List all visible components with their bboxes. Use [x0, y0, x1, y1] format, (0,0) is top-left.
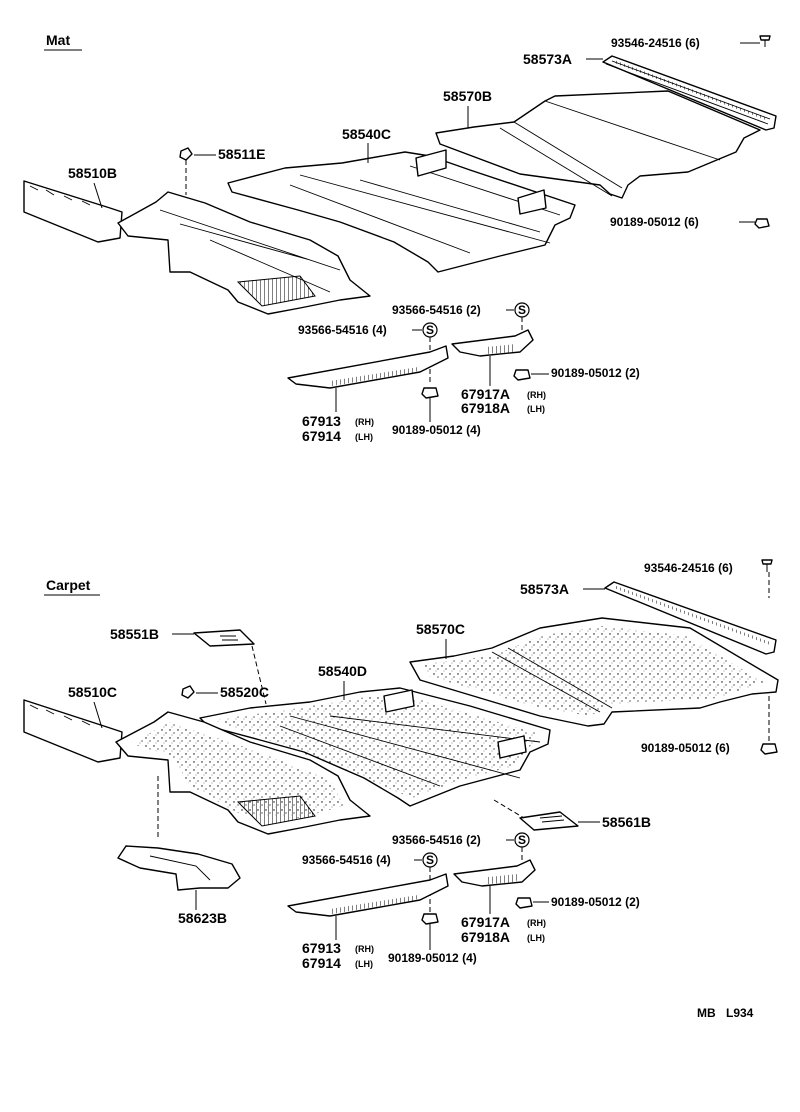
carpet-part-58623B-drawing — [117, 845, 241, 891]
mat-part-front-mat-drawing — [117, 191, 371, 315]
carpet-screw-icon — [761, 559, 773, 572]
carpet-label-67918A-side: (LH) — [527, 933, 545, 943]
mat-label-58540C: 58540C — [342, 126, 391, 142]
carpet-dash-58561B — [493, 799, 525, 819]
carpet-label-58573A: 58573A — [520, 581, 569, 597]
carpet-label-67918A: 67918A — [461, 929, 510, 945]
mat-label-67917A-side: (RH) — [527, 390, 546, 400]
mat-label-67917A: 67917A — [461, 386, 510, 402]
carpet-label-67917A-side: (RH) — [527, 918, 546, 928]
mat-s-symbol-2-text: S — [426, 323, 434, 337]
carpet-label-67913: 67913 — [302, 940, 341, 956]
mat-part-58540C-drawing — [227, 149, 576, 273]
carpet-label-90189-2: 90189-05012 (2) — [551, 895, 640, 909]
carpet-label-90189-6: 90189-05012 (6) — [641, 741, 730, 755]
carpet-label-93566-2: 93566-54516 (2) — [392, 833, 481, 847]
mat-label-67913-side: (RH) — [355, 417, 374, 427]
mat-label-58511E: 58511E — [218, 146, 266, 162]
mat-clip-90189-2-icon — [513, 369, 531, 381]
carpet-label-67914: 67914 — [302, 955, 341, 971]
carpet-section: Carpet 93546-24516 (6) 58573A 58551B — [23, 559, 779, 971]
mat-section-title: Mat — [46, 32, 70, 48]
carpet-part-67917A-drawing — [453, 859, 536, 887]
mat-section: Mat 58573A 93546-24516 (6) 58570B — [23, 32, 777, 444]
carpet-section-title: Carpet — [46, 577, 91, 593]
carpet-s-symbol-1-text: S — [518, 833, 526, 847]
mat-label-93566-2: 93566-54516 (2) — [392, 303, 481, 317]
mat-label-67914: 67914 — [302, 428, 341, 444]
mat-label-90189-6: 90189-05012 (6) — [610, 215, 699, 229]
carpet-dash-58551B — [251, 645, 267, 705]
mat-part-67913-drawing — [287, 345, 449, 389]
mat-label-58510B: 58510B — [68, 165, 117, 181]
carpet-label-67914-side: (LH) — [355, 959, 373, 969]
mat-label-90189-2: 90189-05012 (2) — [551, 366, 640, 380]
carpet-label-90189-4: 90189-05012 (4) — [388, 951, 477, 965]
mat-clip-90189-4-icon — [421, 387, 439, 399]
mat-label-93566-4: 93566-54516 (4) — [298, 323, 387, 337]
mat-label-58570B: 58570B — [443, 88, 492, 104]
mat-clip-icon — [179, 147, 193, 161]
mat-part-58573A-drawing — [602, 55, 777, 131]
carpet-label-58623B: 58623B — [178, 910, 227, 926]
carpet-part-front-carpet-drawing — [115, 711, 371, 835]
footer-ref: L934 — [726, 1006, 754, 1020]
mat-part-67917A-drawing — [451, 329, 534, 357]
carpet-label-58540D: 58540D — [318, 663, 367, 679]
mat-clip-90189-6-icon — [754, 218, 770, 229]
carpet-label-58520C: 58520C — [220, 684, 269, 700]
mat-label-58573A: 58573A — [523, 51, 572, 67]
carpet-label-67913-side: (RH) — [355, 944, 374, 954]
footer-code: MB — [697, 1006, 716, 1020]
carpet-clip-90189-4-icon — [421, 913, 439, 925]
mat-screw-icon — [759, 35, 771, 47]
carpet-label-58551B: 58551B — [110, 626, 159, 642]
carpet-label-67917A: 67917A — [461, 914, 510, 930]
carpet-part-58570C-drawing — [409, 617, 779, 727]
carpet-s-symbol-2-text: S — [426, 853, 434, 867]
mat-part-58570B-drawing — [435, 90, 761, 199]
carpet-leader-58510C — [93, 701, 103, 729]
mat-label-67918A-side: (LH) — [527, 404, 545, 414]
carpet-label-58570C: 58570C — [416, 621, 465, 637]
carpet-label-58561B: 58561B — [602, 814, 651, 830]
carpet-part-58551B-drawing — [193, 629, 255, 647]
mat-label-93546: 93546-24516 (6) — [611, 36, 700, 50]
mat-label-90189-4: 90189-05012 (4) — [392, 423, 481, 437]
mat-label-67918A: 67918A — [461, 400, 510, 416]
mat-s-symbol-1-text: S — [518, 303, 526, 317]
mat-leader-58510B — [93, 182, 103, 209]
carpet-label-93566-4: 93566-54516 (4) — [302, 853, 391, 867]
carpet-clip-90189-2-icon — [515, 897, 533, 909]
carpet-part-58573A-drawing — [604, 581, 777, 655]
carpet-part-58510C-drawing — [23, 699, 123, 763]
mat-label-67913: 67913 — [302, 413, 341, 429]
carpet-part-58540D-drawing — [199, 687, 551, 807]
mat-label-67914-side: (LH) — [355, 432, 373, 442]
carpet-part-67913-drawing — [287, 873, 449, 917]
carpet-part-58561B-drawing — [519, 811, 579, 831]
carpet-label-93546: 93546-24516 (6) — [644, 561, 733, 575]
mat-part-58510B-drawing — [23, 180, 123, 243]
carpet-clip-58520C-icon — [181, 685, 195, 699]
carpet-label-58510C: 58510C — [68, 684, 117, 700]
carpet-clip-90189-6-icon — [760, 743, 778, 755]
